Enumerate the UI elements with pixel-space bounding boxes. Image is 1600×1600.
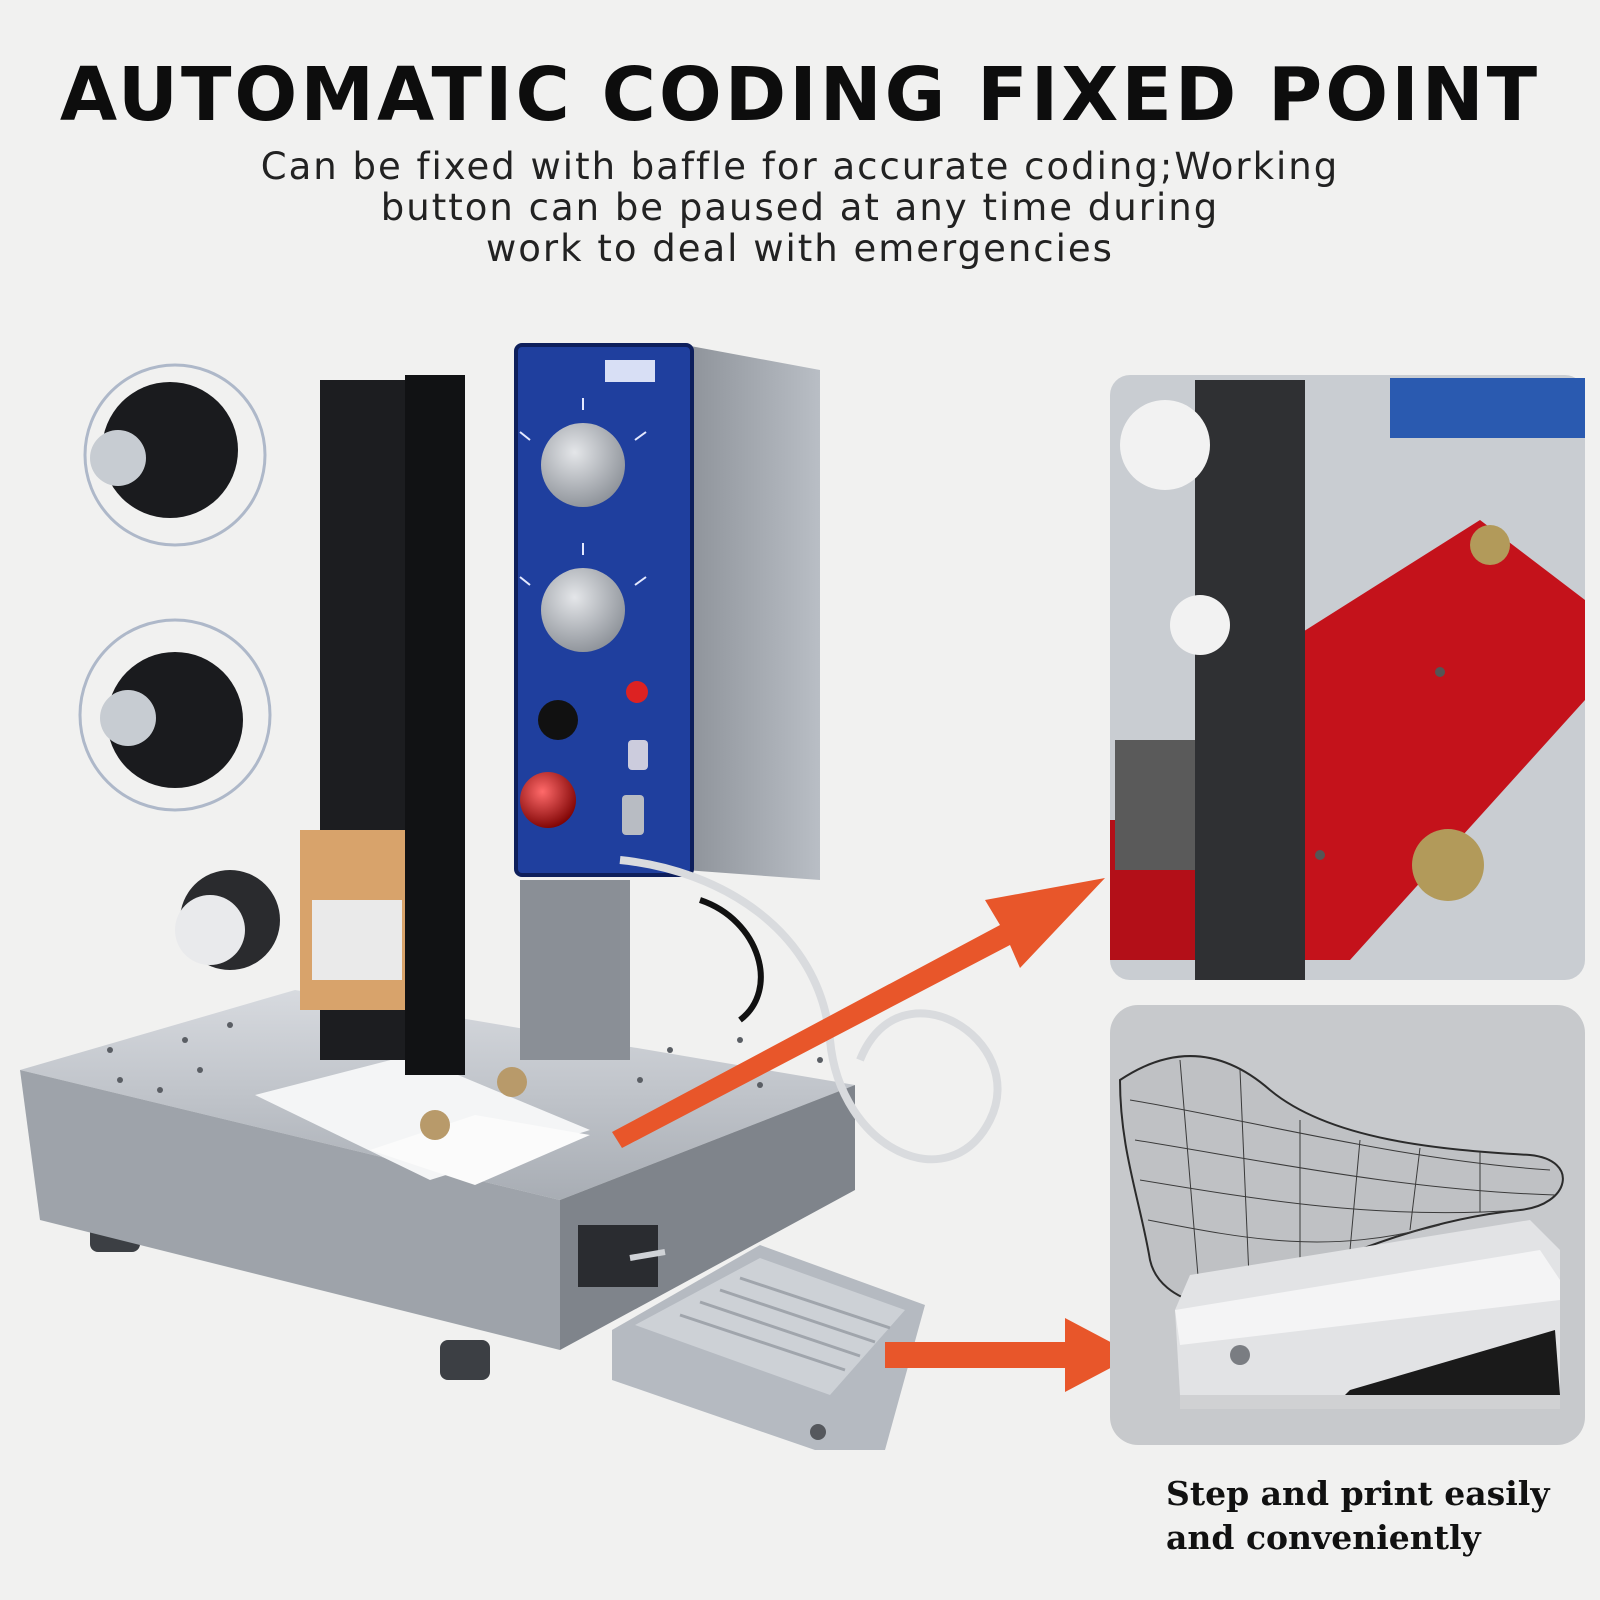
closeup-pedal-screw bbox=[1230, 1345, 1250, 1365]
ribbon-reel-upper bbox=[102, 382, 238, 518]
pedal-screw bbox=[810, 1424, 826, 1440]
screw bbox=[420, 1110, 450, 1140]
closeup-panel-edge bbox=[1390, 378, 1585, 438]
subtext-line: Can be fixed with baffle for accurate co… bbox=[260, 145, 1340, 188]
electronics-box-side bbox=[685, 345, 820, 880]
closeup-red-ribbon bbox=[1225, 520, 1585, 960]
caption-line: Step and print easily bbox=[1166, 1474, 1550, 1513]
subtext-line: button can be paused at any time during bbox=[380, 186, 1220, 229]
reel-hub bbox=[100, 690, 156, 746]
indicator-light bbox=[626, 681, 648, 703]
mode-switch[interactable] bbox=[628, 740, 648, 770]
temperature-knob[interactable] bbox=[541, 423, 625, 507]
closeup-pedal bbox=[1110, 1005, 1585, 1445]
pedal-ridges bbox=[679, 1276, 891, 1372]
ribbon-reel-disc bbox=[83, 363, 267, 547]
arrows bbox=[612, 878, 1135, 1392]
closeup-pedal-base bbox=[1180, 1395, 1560, 1409]
fuse-holder bbox=[538, 700, 578, 740]
reel-hub bbox=[90, 430, 146, 486]
tension-wheel-face bbox=[175, 895, 245, 965]
support-column bbox=[520, 880, 630, 1060]
mounting-holes bbox=[107, 1022, 823, 1093]
closeup-belt bbox=[1195, 380, 1305, 980]
panel-label bbox=[605, 360, 655, 382]
closeup-screw bbox=[1470, 525, 1510, 565]
speed-knob[interactable] bbox=[541, 568, 625, 652]
foot-pedal-cable bbox=[619, 856, 1002, 1164]
coding-machine bbox=[20, 343, 1002, 1380]
closeup-pedal-top bbox=[1175, 1250, 1560, 1345]
ribbon-belt bbox=[405, 375, 465, 1075]
ribbon-reel-lower bbox=[107, 652, 243, 788]
closeup-roller bbox=[1120, 400, 1210, 490]
closeup-roller bbox=[1170, 595, 1230, 655]
closeup-pedal-gap bbox=[1340, 1330, 1560, 1400]
base-plate-front bbox=[20, 1070, 560, 1350]
caption-line: and conveniently bbox=[1166, 1518, 1481, 1557]
foot-mesh bbox=[1129, 1059, 1556, 1301]
ribbon-reel-disc bbox=[78, 618, 272, 812]
arrow-to-closeup bbox=[612, 878, 1105, 1148]
subtext-line: work to deal with emergencies bbox=[486, 227, 1114, 270]
power-switch[interactable] bbox=[622, 795, 644, 835]
closeup-screw bbox=[1412, 829, 1484, 901]
screw bbox=[497, 1067, 527, 1097]
closeup-hole bbox=[1435, 667, 1445, 677]
closeup-printing bbox=[1110, 375, 1585, 980]
caption: Step and print easily and conveniently bbox=[1166, 1472, 1586, 1560]
emergency-button[interactable] bbox=[520, 772, 576, 828]
arrow-to-pedal-closeup bbox=[885, 1318, 1135, 1392]
machine-foot bbox=[440, 1340, 490, 1380]
closeup-hole bbox=[1315, 850, 1325, 860]
foot-pedal bbox=[612, 1245, 925, 1450]
headline: AUTOMATIC CODING FIXED POINT bbox=[59, 52, 1541, 138]
head-mount bbox=[312, 900, 402, 980]
power-cable bbox=[699, 897, 764, 1023]
subtext: Can be fixed with baffle for accurate co… bbox=[200, 146, 1400, 269]
toggle-switch[interactable] bbox=[629, 1249, 666, 1261]
knob-scale bbox=[519, 398, 647, 586]
